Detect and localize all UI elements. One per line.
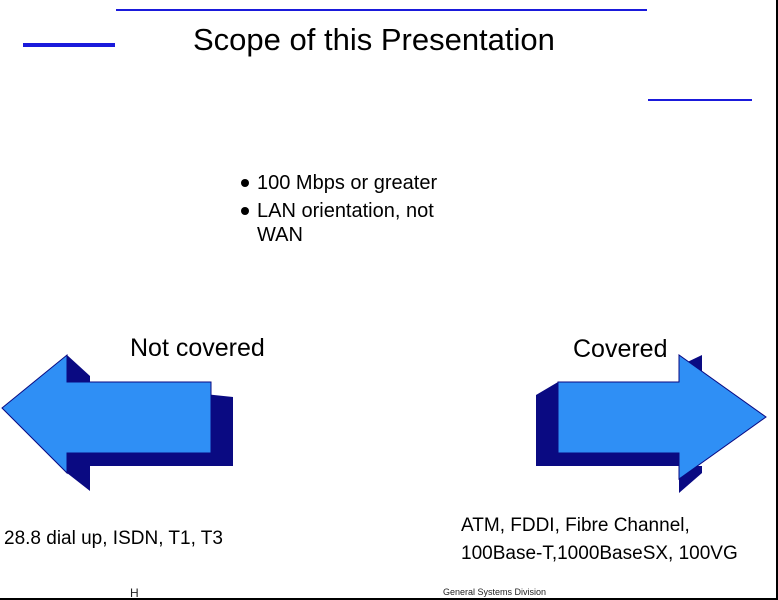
left-arrow-icon: [1, 353, 233, 491]
bullet-item: LAN orientation, not WAN: [240, 199, 470, 247]
bullet-item: 100 Mbps or greater: [240, 171, 470, 195]
footer-mark: H: [130, 586, 139, 600]
footer-division-text: General Systems Division: [443, 587, 547, 597]
covered-caption-line-1: ATM, FDDI, Fibre Channel,: [461, 515, 690, 536]
bullet-dot-icon: [241, 179, 249, 187]
not-covered-label: Not covered: [130, 334, 265, 362]
slide-bottom-border: [0, 598, 778, 600]
covered-label: Covered: [573, 335, 668, 363]
right-arrow-shadow: [536, 382, 702, 493]
not-covered-caption: 28.8 dial up, ISDN, T1, T3: [4, 528, 223, 549]
right-arrow-face: [557, 354, 767, 480]
slide-title: Scope of this Presentation: [193, 22, 555, 57]
bullet-dot-icon: [241, 207, 249, 215]
right-accent-rule: [648, 99, 752, 101]
left-arrow-face: [1, 353, 212, 475]
right-arrow-icon: [536, 354, 767, 493]
bullet-list: 100 Mbps or greater LAN orientation, not…: [240, 171, 470, 251]
left-accent-bar: [23, 43, 115, 47]
bullet-text: 100 Mbps or greater: [257, 172, 438, 194]
bullet-text: LAN orientation, not WAN: [257, 200, 434, 246]
top-rule: [116, 9, 647, 11]
covered-caption-line-2: 100Base-T,1000BaseSX, 100VG: [461, 543, 738, 564]
slide-right-border: [776, 0, 778, 600]
